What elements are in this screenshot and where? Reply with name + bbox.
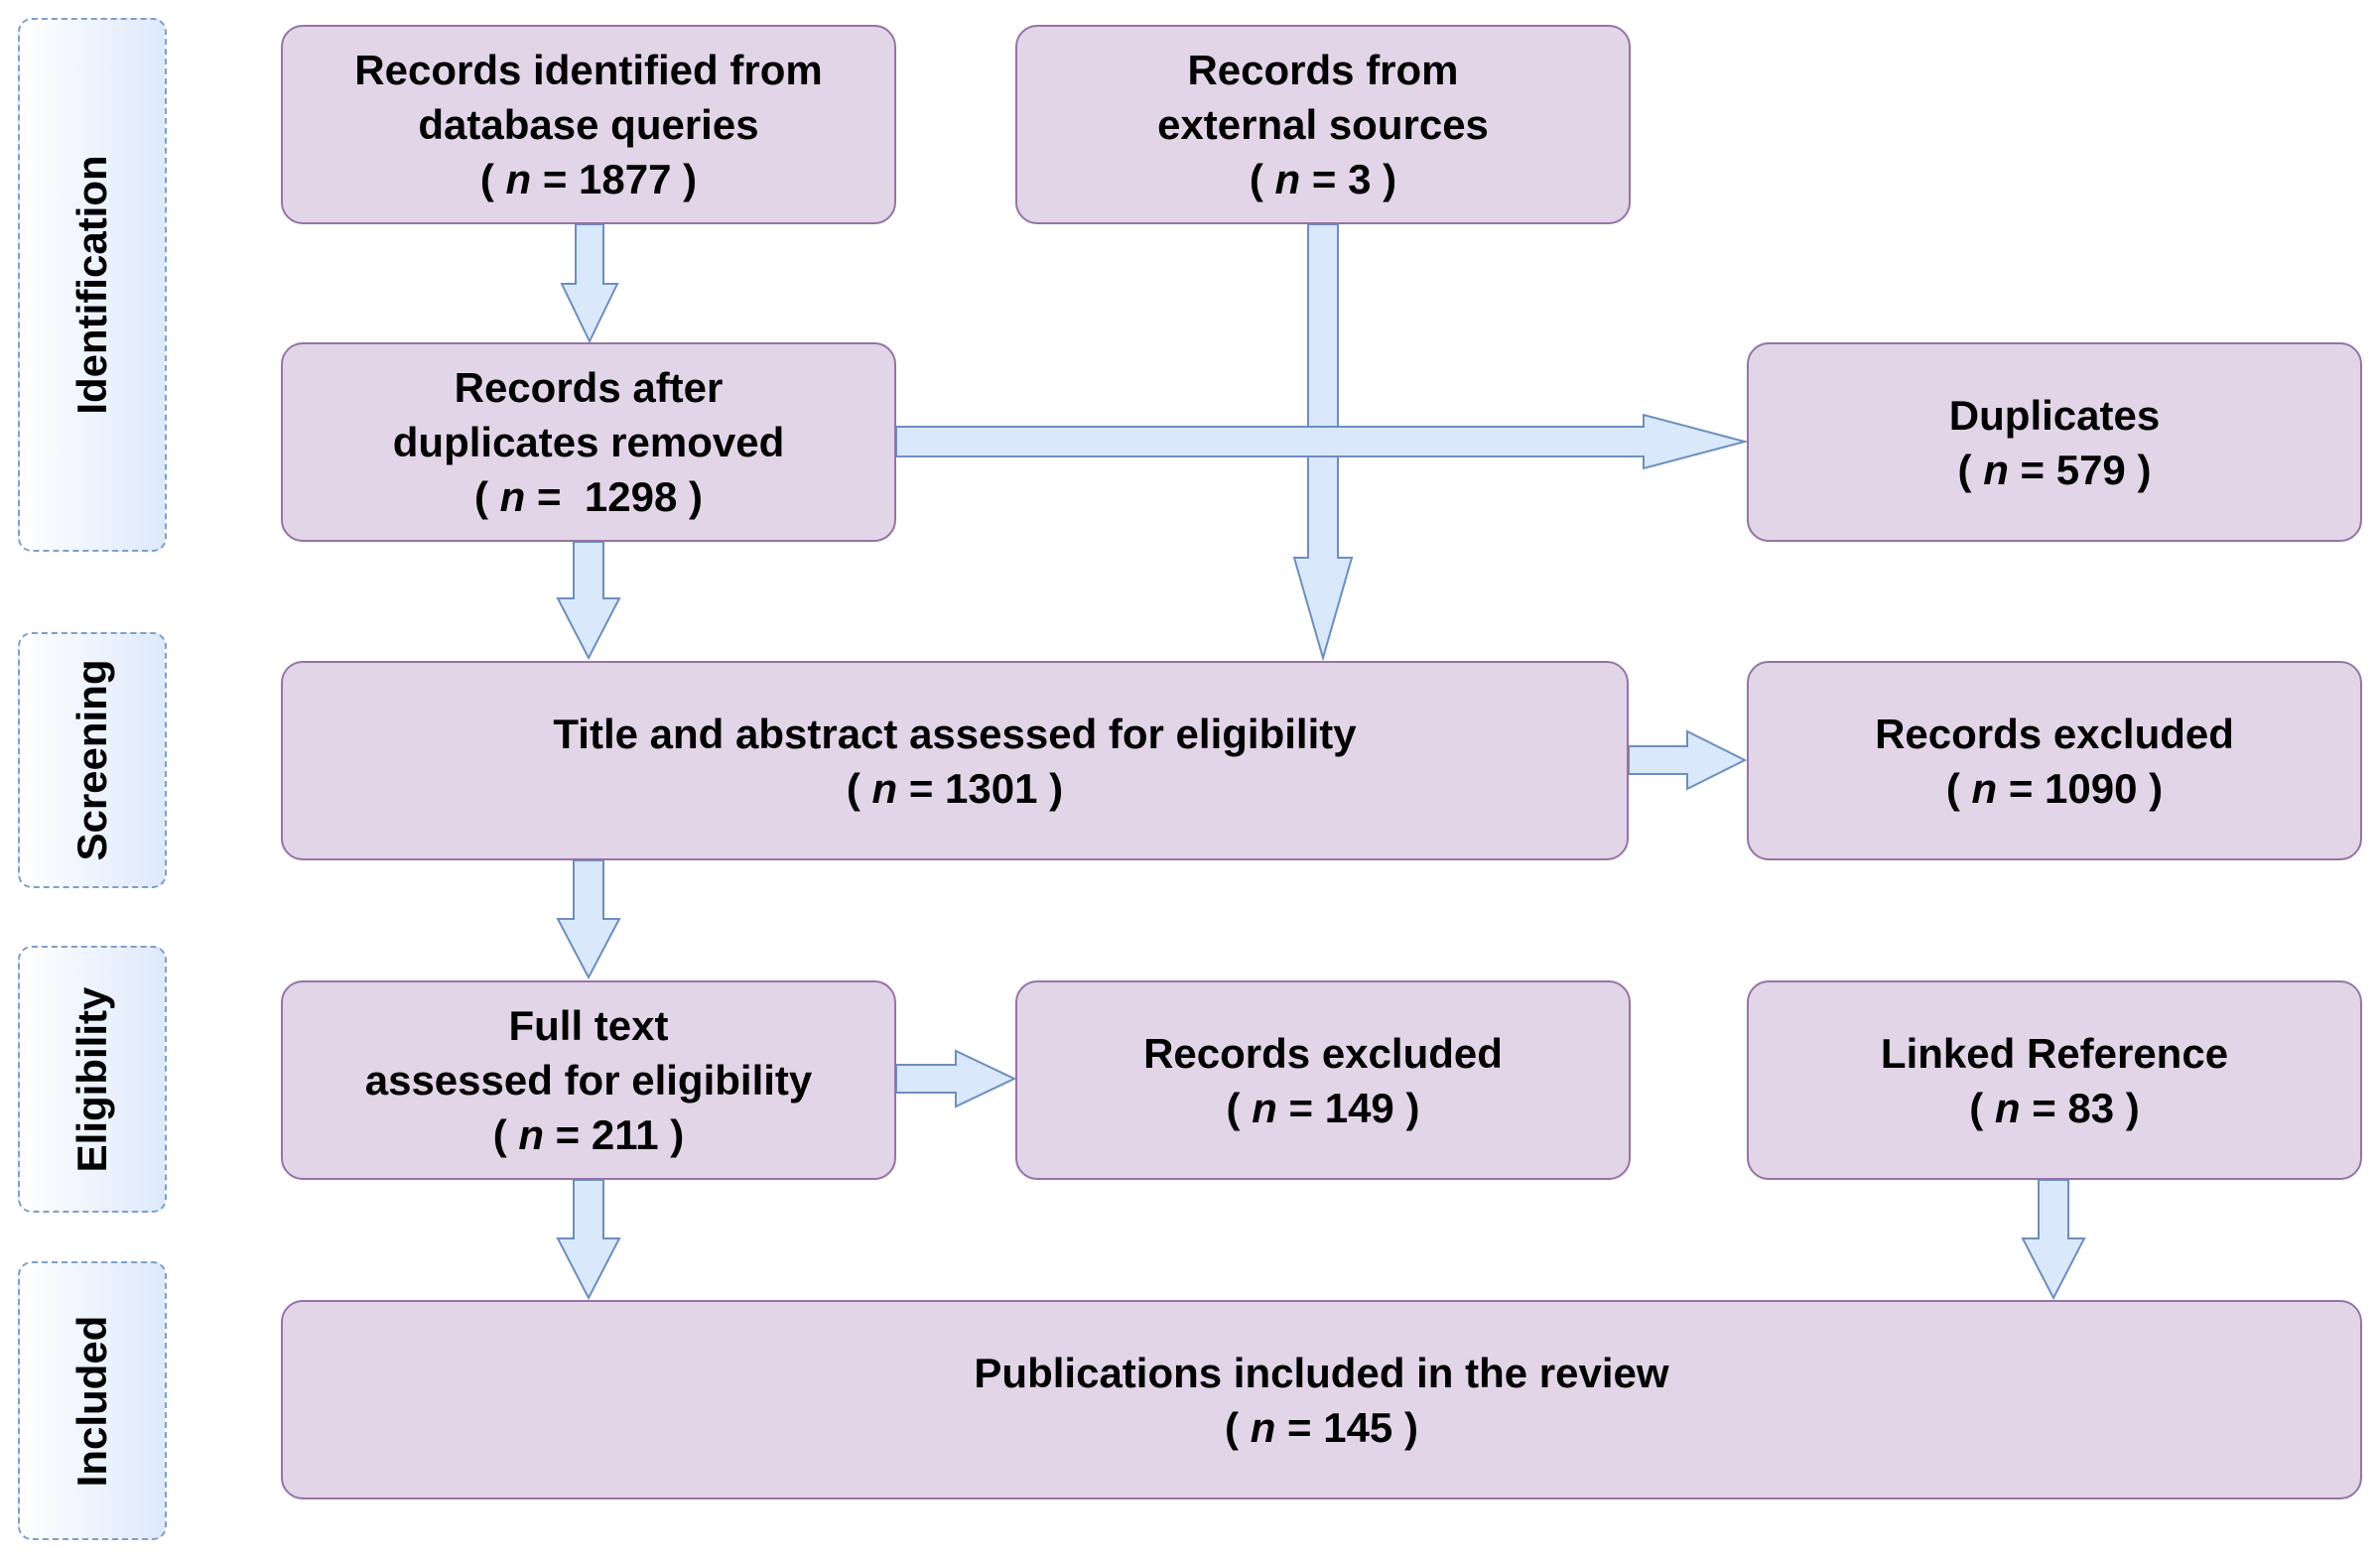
included-publications-count: ( n = 145 )	[1225, 1403, 1418, 1451]
database-records-count: ( n = 1877 )	[479, 156, 698, 202]
after-duplicates-count: ( n = 1298 )	[474, 473, 703, 520]
duplicates-count: ( n = 579 )	[1957, 446, 2152, 493]
screening-excluded-line1: Records excluded	[1875, 710, 2234, 757]
linked-reference-line1: Linked Reference	[1880, 1029, 2229, 1077]
full-text-box: Full text assessed for eligibility ( n =…	[281, 980, 896, 1180]
phase-eligibility: Eligibility	[18, 946, 167, 1213]
screening-excluded-box: Records excluded ( n = 1090 )	[1747, 661, 2362, 860]
included-publications-line1: Publications included in the review	[974, 1349, 1669, 1396]
arrow-screening-to-excluded	[1628, 729, 1748, 791]
arrow-screening-to-fulltext	[556, 859, 621, 980]
linked-reference-box: Linked Reference ( n = 83 )	[1747, 980, 2362, 1180]
arrow-database-to-deduplicated	[560, 223, 619, 344]
full-text-line2: assessed for eligibility	[364, 1057, 813, 1104]
title-abstract-count: ( n = 1301 )	[846, 764, 1064, 812]
arrow-linked-to-included	[2021, 1179, 2086, 1301]
external-sources-line2: external sources	[1157, 101, 1489, 148]
external-sources-box: Records from external sources ( n = 3 )	[1015, 25, 1631, 224]
phase-identification: Identification	[18, 18, 167, 552]
duplicates-line1: Duplicates	[1948, 391, 2161, 439]
external-sources-line1: Records from	[1187, 47, 1459, 93]
database-records-box: Records identified from database queries…	[281, 25, 896, 224]
database-records-line1: Records identified from	[354, 47, 823, 93]
arrow-deduplicated-to-screening	[556, 541, 621, 661]
phase-included: Included	[18, 1261, 167, 1540]
included-publications-box: Publications included in the review ( n …	[281, 1300, 2362, 1499]
after-duplicates-line1: Records after	[454, 364, 724, 411]
eligibility-excluded-box: Records excluded ( n = 149 )	[1015, 980, 1631, 1180]
screening-excluded-count: ( n = 1090 )	[1945, 764, 2164, 812]
arrow-deduplicated-to-duplicates	[895, 413, 1749, 470]
after-duplicates-box: Records after duplicates removed ( n = 1…	[281, 342, 896, 542]
phase-screening: Screening	[18, 632, 167, 888]
full-text-line1: Full text	[508, 1002, 669, 1049]
after-duplicates-line2: duplicates removed	[392, 419, 785, 465]
duplicates-box: Duplicates ( n = 579 )	[1747, 342, 2362, 542]
arrow-fulltext-to-excluded	[895, 1049, 1017, 1108]
eligibility-excluded-line1: Records excluded	[1143, 1029, 1503, 1077]
full-text-count: ( n = 211 )	[492, 1111, 685, 1158]
arrow-fulltext-to-included	[556, 1179, 621, 1301]
title-abstract-box: Title and abstract assessed for eligibil…	[281, 661, 1629, 860]
external-sources-count: ( n = 3 )	[1249, 156, 1397, 202]
eligibility-excluded-count: ( n = 149 )	[1226, 1084, 1420, 1131]
title-abstract-line1: Title and abstract assessed for eligibil…	[553, 710, 1357, 757]
linked-reference-count: ( n = 83 )	[1969, 1084, 2140, 1131]
database-records-line2: database queries	[418, 101, 759, 148]
